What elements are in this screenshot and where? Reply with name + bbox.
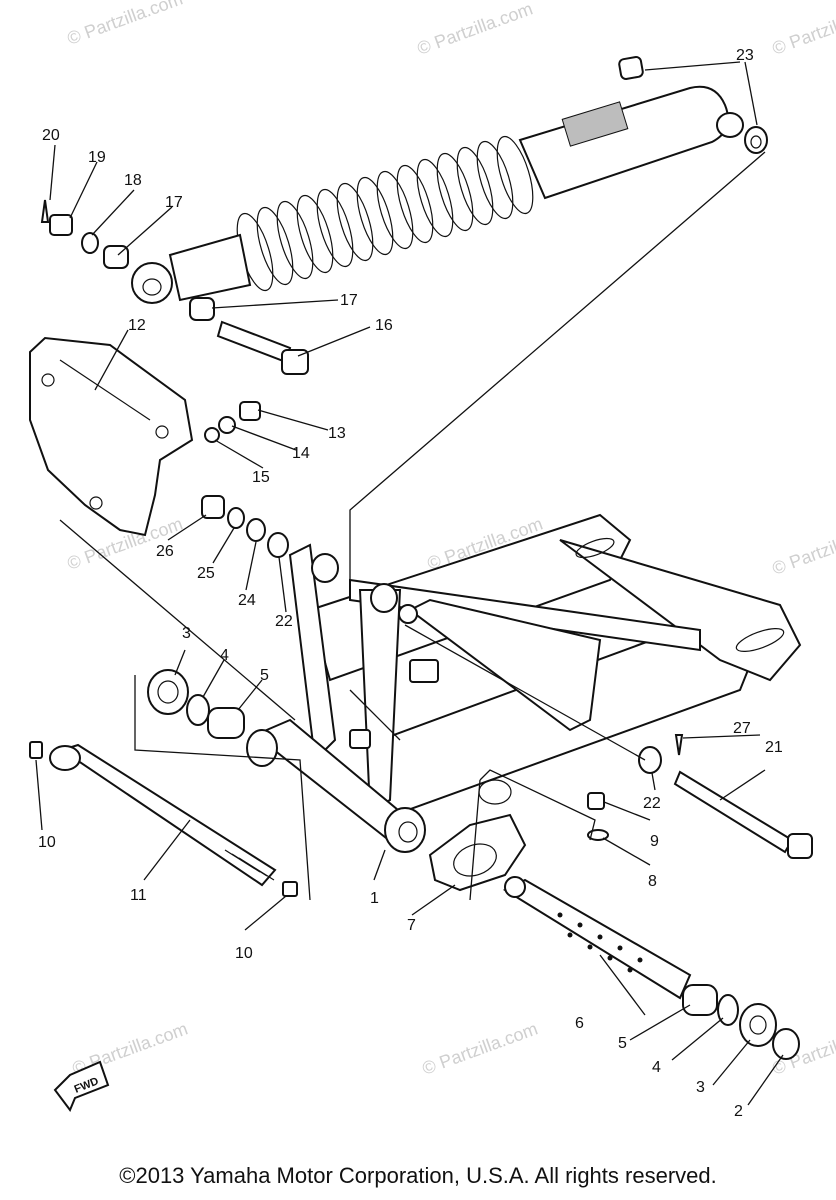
watermarks: © Partzilla.com © Partzilla.com © Partzi… — [65, 0, 836, 1079]
callout-6: 6 — [575, 1015, 584, 1032]
assembly-lines — [59, 151, 766, 901]
fwd-arrow-icon: FWD — [53, 1060, 110, 1112]
callout-24: 24 — [238, 592, 256, 609]
cover-plate-12 — [29, 336, 194, 537]
copyright-notice: ©2013 Yamaha Motor Corporation, U.S.A. A… — [119, 1163, 717, 1188]
callout-14: 14 — [292, 445, 310, 462]
callout-17: 17 — [340, 292, 358, 309]
callout-15: 15 — [252, 469, 270, 486]
callout-1: 1 — [370, 890, 379, 907]
callout-5: 5 — [618, 1035, 627, 1052]
callout-12: 12 — [128, 317, 146, 334]
callout-19: 19 — [88, 149, 106, 166]
watermark: © Partzilla.com — [770, 0, 836, 59]
callout-4: 4 — [652, 1059, 661, 1076]
callout-4: 4 — [220, 647, 229, 664]
pivot-shaft-11 — [29, 741, 298, 897]
callout-13: 13 — [328, 425, 346, 442]
callout-8: 8 — [648, 873, 657, 890]
callout-26: 26 — [156, 543, 174, 560]
rear-shock-absorber — [131, 85, 744, 304]
watermark: © Partzilla.com — [65, 0, 186, 49]
callout-11: 11 — [130, 887, 147, 904]
shock-hardware — [40, 56, 768, 375]
callout-20: 20 — [42, 127, 60, 144]
watermark: © Partzilla.com — [420, 1018, 541, 1078]
bolt-9-washer-8 — [587, 792, 609, 841]
callout-17: 17 — [165, 194, 183, 211]
cover-bolt-set — [204, 401, 261, 443]
callout-2: 2 — [734, 1103, 743, 1120]
callout-3: 3 — [182, 625, 191, 642]
callout-23: 23 — [736, 47, 754, 64]
callout-10: 10 — [38, 834, 56, 851]
leader-lines — [35, 61, 784, 1106]
nut-19 — [49, 214, 73, 236]
left-pivot-seals — [147, 669, 245, 739]
lower-sleeve-set — [502, 876, 800, 1060]
callout-16: 16 — [375, 317, 393, 334]
bushing-23-upper — [618, 56, 644, 80]
callout-25: 25 — [197, 565, 215, 582]
callout-22: 22 — [275, 613, 293, 630]
watermark: © Partzilla.com — [770, 518, 836, 578]
callout-7: 7 — [407, 917, 416, 934]
callout-labels: 20 19 18 17 17 16 12 23 13 14 15 26 25 2… — [38, 47, 783, 1120]
bolt-21-set — [638, 734, 813, 859]
callout-3: 3 — [696, 1079, 705, 1096]
callout-21: 21 — [765, 739, 783, 756]
callout-18: 18 — [124, 172, 142, 189]
bushing-23-lower — [744, 126, 768, 154]
callout-5: 5 — [260, 667, 269, 684]
washer-18 — [81, 232, 99, 254]
watermark: © Partzilla.com — [415, 0, 536, 59]
callout-10: 10 — [235, 945, 253, 962]
link-pivot-hardware — [201, 495, 289, 558]
callout-22: 22 — [643, 795, 661, 812]
callout-9: 9 — [650, 833, 659, 850]
callout-27: 27 — [733, 720, 751, 737]
grease-nipple-20 — [40, 199, 50, 223]
bushing-17b — [189, 297, 215, 321]
bolt-16 — [216, 320, 292, 364]
